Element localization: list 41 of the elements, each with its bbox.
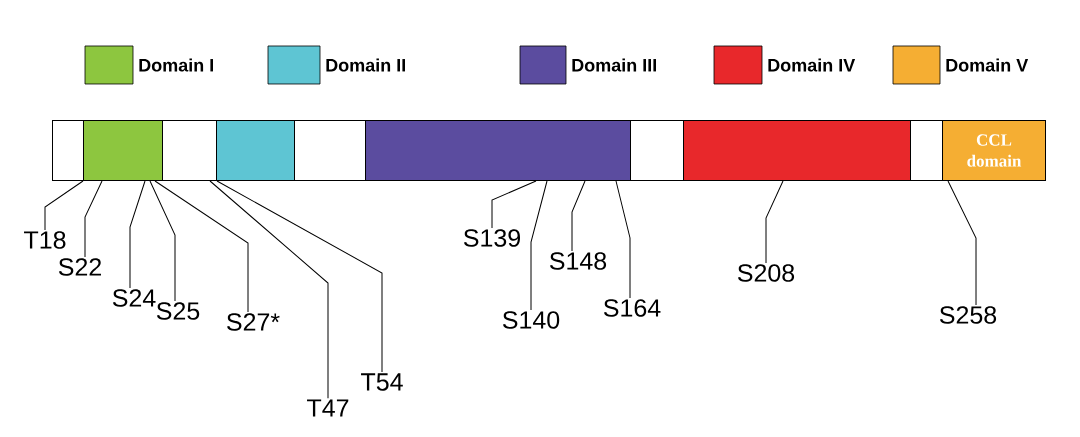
- leader-line: [216, 180, 383, 373]
- leader-line: [530, 180, 548, 311]
- site-label: S22: [58, 258, 101, 276]
- leader-line: [571, 180, 586, 252]
- leader-line: [947, 180, 977, 306]
- site-label: S27*: [227, 313, 280, 331]
- domain-segment: [83, 120, 163, 181]
- legend-label: Domain I: [139, 58, 213, 72]
- site-label: S148: [549, 252, 607, 270]
- site-label: T47: [307, 399, 349, 417]
- leader-line: [129, 180, 146, 289]
- linker-segment: [52, 120, 84, 181]
- site-label: S258: [939, 306, 997, 324]
- site-label: S164: [603, 299, 661, 317]
- linker-segment: [294, 120, 366, 181]
- leader-line: [44, 180, 84, 231]
- domain-segment: [365, 120, 631, 181]
- site-label: S208: [737, 264, 795, 282]
- linker-segment: [630, 120, 684, 181]
- linker-segment: [910, 120, 943, 181]
- legend-label: Domain II: [326, 58, 405, 72]
- leader-line: [765, 180, 784, 264]
- site-label: S139: [463, 229, 520, 247]
- site-label: T18: [24, 231, 66, 249]
- domain-segment: CCL domain: [942, 120, 1046, 181]
- site-label: S25: [156, 302, 200, 320]
- legend-label: Domain III: [572, 58, 656, 72]
- leader-line: [154, 180, 249, 313]
- leader-line: [491, 180, 537, 229]
- linker-segment: [162, 120, 217, 181]
- leader-line: [615, 180, 631, 299]
- site-label: S140: [502, 311, 560, 329]
- site-label: T54: [361, 373, 403, 391]
- leader-line: [84, 180, 103, 258]
- legend-label: Domain IV: [768, 58, 856, 72]
- domain-segment: [683, 120, 911, 181]
- site-label: S24: [112, 289, 156, 307]
- leader-line: [149, 180, 176, 302]
- leader-line: [209, 180, 329, 399]
- domain-segment: [216, 120, 295, 181]
- legend-label: Domain V: [946, 58, 1029, 72]
